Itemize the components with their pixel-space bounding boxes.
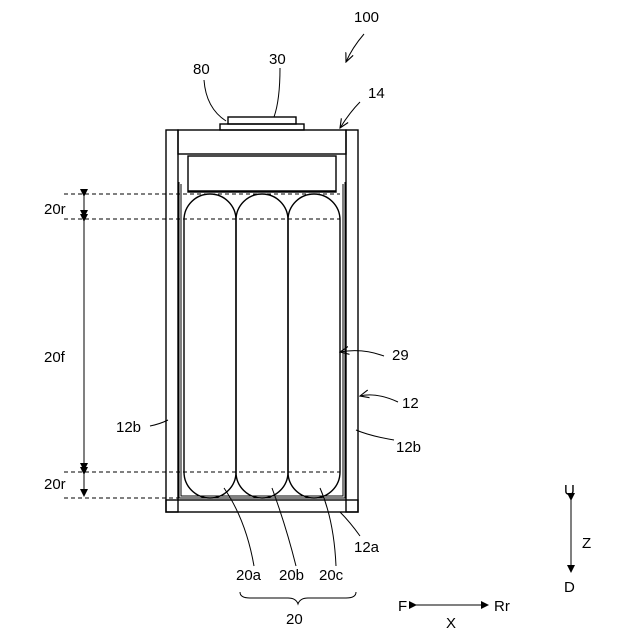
leader-12	[360, 395, 398, 402]
case-bottom-wall	[166, 500, 358, 512]
label-12b-left: 12b	[116, 419, 141, 436]
collector-body	[188, 156, 336, 192]
electrode-body-c	[288, 194, 340, 498]
insulator-plate	[220, 124, 304, 130]
axis-label-rear: Rr	[494, 598, 510, 615]
labels: 100 30 80 14 20r 20f 20r 12b 29 12 12b 1…	[44, 9, 421, 628]
terminal-plate	[228, 117, 296, 124]
label-29: 29	[392, 347, 409, 364]
case-left-wall	[166, 130, 178, 512]
electrode-body-b	[236, 194, 288, 498]
battery-case	[166, 130, 358, 512]
leader-100	[346, 34, 364, 62]
label-20a: 20a	[236, 567, 262, 584]
leader-lines	[150, 34, 398, 566]
label-20b: 20b	[279, 567, 304, 584]
case-lid	[178, 130, 346, 154]
collector-block	[188, 156, 336, 192]
label-80: 80	[193, 61, 210, 78]
axis-label-z: Z	[582, 535, 591, 552]
leader-80	[204, 80, 226, 121]
leader-30	[274, 68, 280, 117]
electrode-body-a	[184, 194, 236, 498]
axes-indicator: U D Z F Rr X	[398, 482, 591, 632]
axis-label-down: D	[564, 579, 575, 596]
leader-12b-right	[356, 430, 394, 440]
terminal	[220, 117, 304, 130]
region-guides	[64, 194, 340, 498]
electrode-holder	[179, 182, 345, 498]
holder-inner-line	[181, 184, 343, 496]
label-20r-top: 20r	[44, 201, 66, 218]
axis-label-front: F	[398, 598, 407, 615]
case-right-wall	[346, 130, 358, 512]
label-20: 20	[286, 611, 303, 628]
label-20c: 20c	[319, 567, 344, 584]
label-20f: 20f	[44, 349, 66, 366]
group-brace	[240, 592, 356, 604]
leader-14	[340, 102, 360, 128]
leader-12a	[340, 512, 360, 536]
label-12b-right: 12b	[396, 439, 421, 456]
label-12: 12	[402, 395, 419, 412]
axis-label-x: X	[446, 615, 456, 632]
label-100: 100	[354, 9, 379, 26]
axis-label-up: U	[564, 482, 575, 499]
label-30: 30	[269, 51, 286, 68]
holder-outer-line	[179, 182, 345, 498]
label-12a: 12a	[354, 539, 380, 556]
label-14: 14	[368, 85, 385, 102]
label-20r-bottom: 20r	[44, 476, 66, 493]
electrode-group	[184, 194, 340, 498]
